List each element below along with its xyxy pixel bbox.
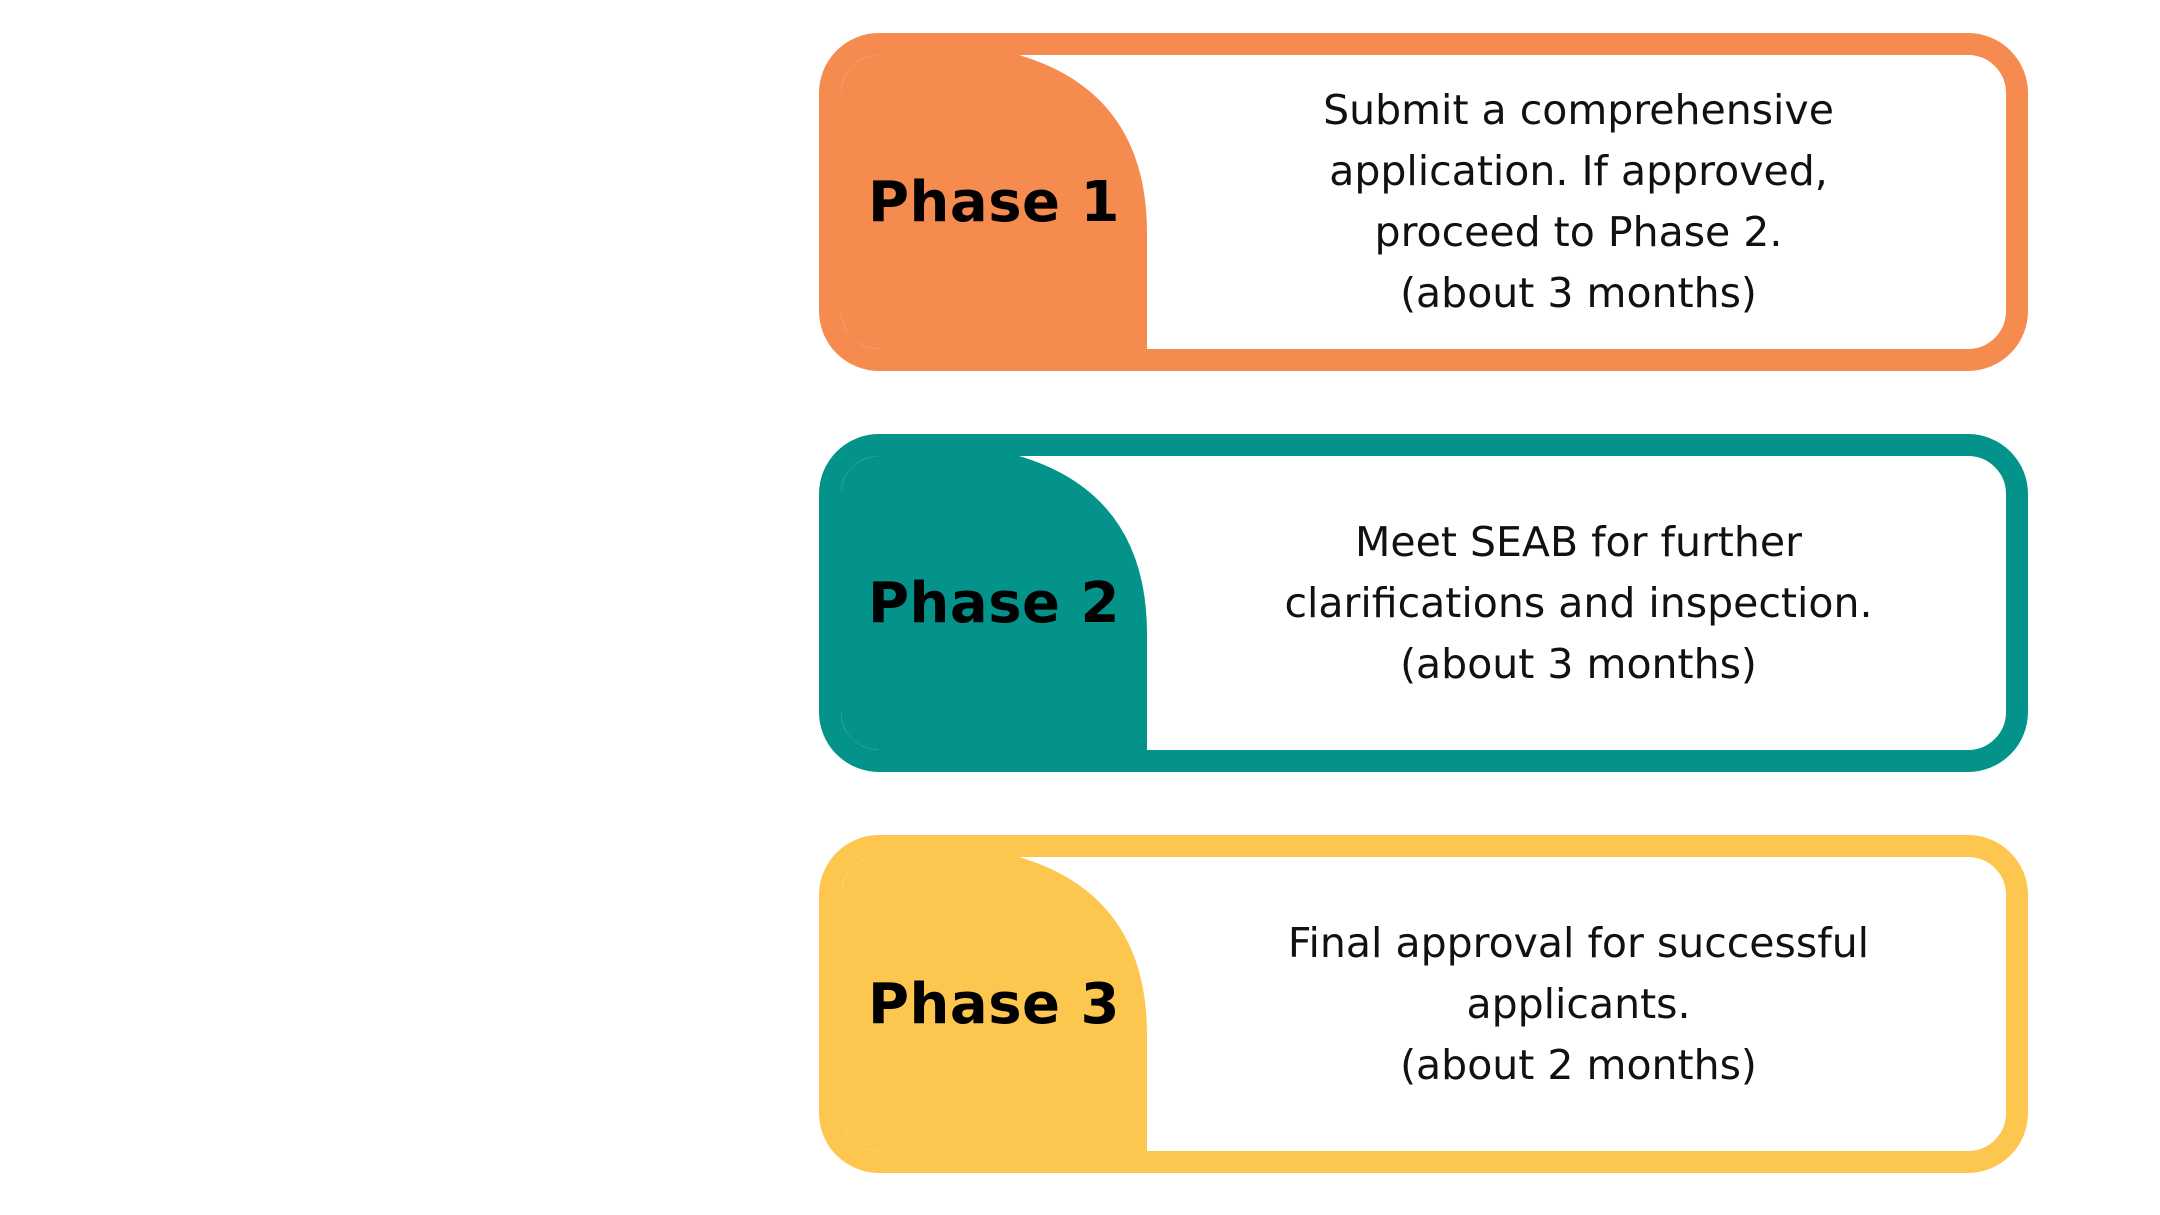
phase-1-desc-line: application. If approved, — [1329, 147, 1828, 195]
phase-3-desc-line: Final approval for successful — [1287, 918, 1870, 967]
phase-2-desc-line: (about 3 months) — [1400, 639, 1757, 688]
phase-3-card: Phase 3 Final approval for successful ap… — [819, 835, 2028, 1173]
phase-1-tab-shape — [1019, 55, 1169, 349]
phase-2-tab-shape — [1019, 456, 1169, 750]
phase-1-label: Phase 1 — [868, 169, 1120, 235]
phase-2-desc-line: Meet SEAB for further — [1355, 517, 1802, 566]
phase-3-tab — [841, 857, 1169, 1151]
phase-3-desc-line: applicants. — [1466, 979, 1691, 1028]
phase-3-description: Final approval for successful applicants… — [1159, 857, 1998, 1151]
phase-1-card: Phase 1 Submit a comprehensive applicati… — [819, 33, 2028, 371]
phase-2-desc-line: clarifications and inspection. — [1284, 578, 1873, 627]
phase-1-description: Submit a comprehensive application. If a… — [1159, 55, 1998, 349]
phase-3-label: Phase 3 — [868, 971, 1120, 1037]
phase-3-tab-shape — [1019, 857, 1169, 1151]
phase-2-description: Meet SEAB for further clarifications and… — [1159, 456, 1998, 750]
phase-1-desc-line: Submit a comprehensive — [1323, 86, 1834, 134]
phase-1-desc-line: proceed to Phase 2. — [1374, 208, 1783, 256]
phase-2-card: Phase 2 Meet SEAB for further clarificat… — [819, 434, 2028, 772]
phase-3-desc-line: (about 2 months) — [1400, 1040, 1757, 1089]
phase-1-desc-line: (about 3 months) — [1400, 269, 1757, 317]
phase-2-tab — [841, 456, 1169, 750]
phase-2-label: Phase 2 — [868, 570, 1120, 636]
phase-1-tab — [841, 55, 1169, 349]
